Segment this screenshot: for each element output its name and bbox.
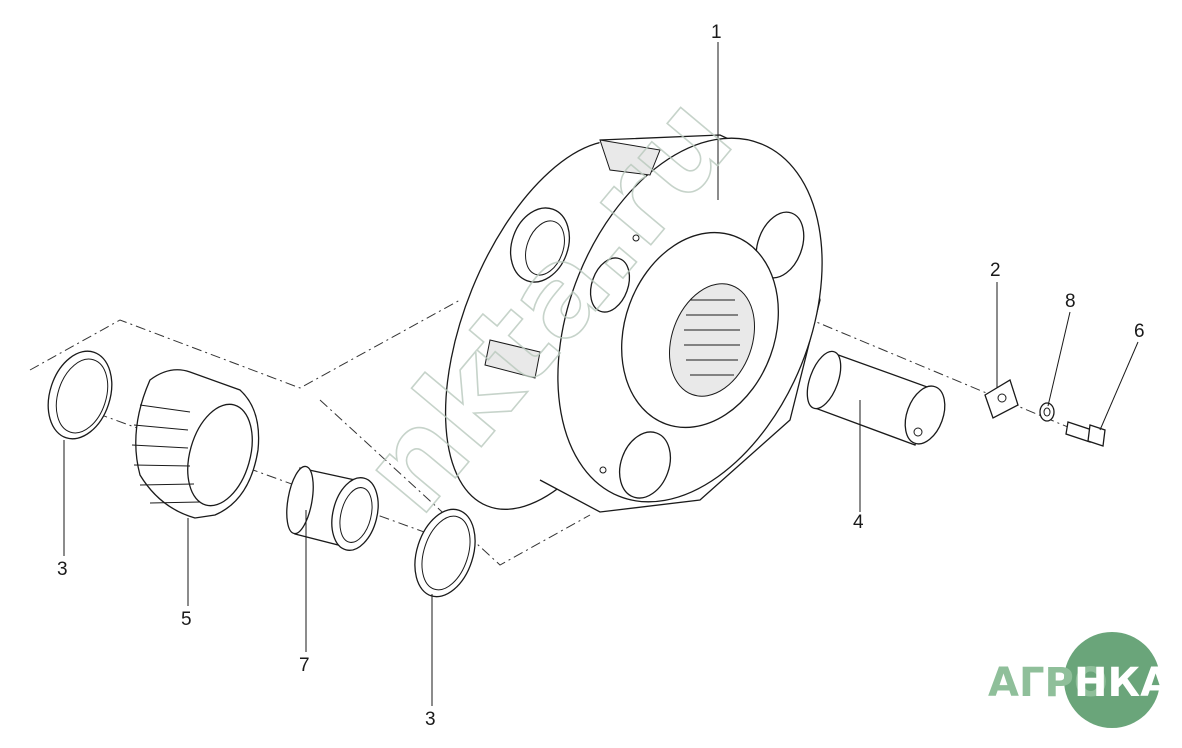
planet-carrier	[444, 134, 823, 513]
planet-axle	[806, 350, 946, 446]
thrust-washer-right	[414, 508, 476, 598]
bolt	[1065, 421, 1106, 447]
agronka-logo: АГРО НКА	[988, 632, 1171, 728]
callout-5: 5	[181, 609, 192, 630]
planet-gear	[131, 369, 260, 519]
callout-7: 7	[299, 655, 310, 676]
callout-8: 8	[1065, 291, 1076, 312]
thrust-washer-left	[47, 350, 113, 440]
callout-6: 6	[1134, 321, 1145, 342]
leader-lines	[63, 42, 1139, 706]
lock-plate	[984, 379, 1019, 419]
callout-2: 2	[990, 260, 1001, 281]
bushing	[286, 465, 379, 551]
logo-text-right: НКА	[1074, 660, 1171, 706]
callout-4: 4	[853, 512, 864, 533]
callout-3-right: 3	[425, 709, 436, 730]
washer	[1039, 402, 1055, 422]
logo-circle	[1064, 632, 1160, 728]
logo-text-left: АГРО	[988, 660, 1108, 706]
callout-1: 1	[711, 22, 722, 43]
callout-3-left: 3	[57, 559, 68, 580]
